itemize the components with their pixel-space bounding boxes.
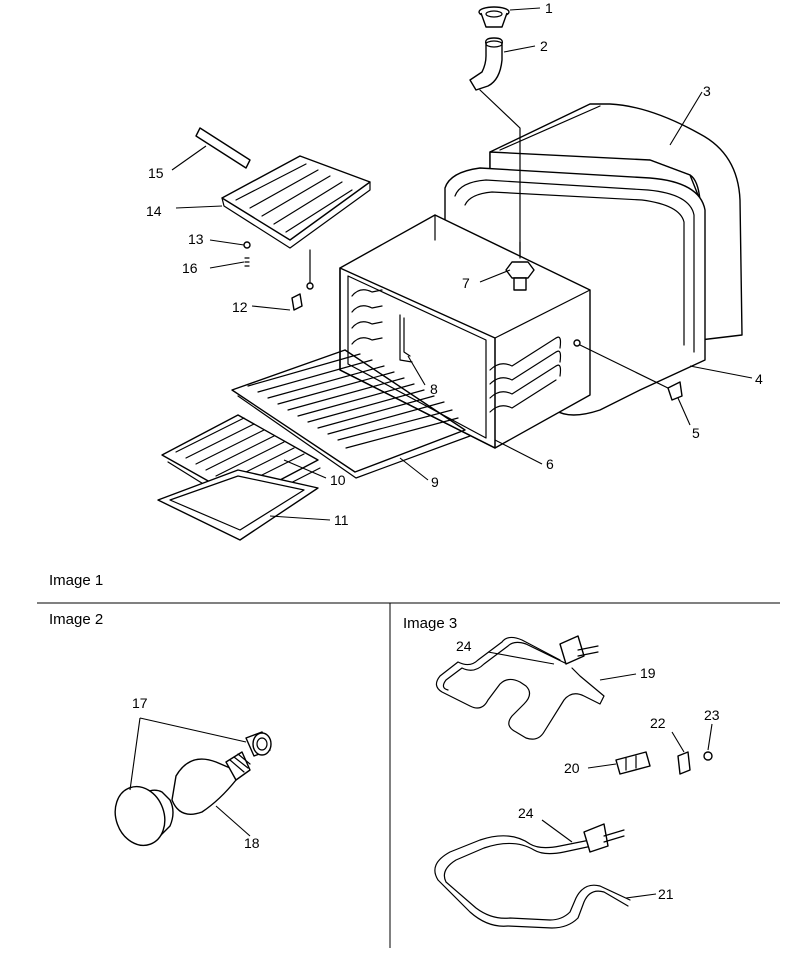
callout-19: 19 <box>640 665 656 681</box>
light-assembly: Image 2 17 18 <box>49 611 272 851</box>
small-bracket <box>677 751 691 775</box>
callout-24b: 24 <box>518 805 534 821</box>
callout-17: 17 <box>132 695 148 711</box>
vent-assembly <box>469 6 535 291</box>
callout-11: 11 <box>334 512 349 528</box>
light-socket-ring <box>245 731 272 757</box>
callout-12: 12 <box>232 299 248 315</box>
callout-8: 8 <box>430 381 438 397</box>
heating-elements: Image 3 24 1 <box>403 615 720 929</box>
callout-6: 6 <box>546 456 554 472</box>
light-bulb <box>171 751 251 815</box>
callout-21: 21 <box>658 886 674 902</box>
leader-lines-image1 <box>171 7 753 521</box>
callout-4: 4 <box>755 371 763 387</box>
callout-24a: 24 <box>456 638 472 654</box>
callout-7: 7 <box>462 275 470 291</box>
broiler-pan <box>157 469 319 541</box>
oven-rack <box>231 349 471 479</box>
callout-10: 10 <box>330 472 346 488</box>
nut <box>703 751 713 761</box>
panel-caption-image2: Image 2 <box>49 611 103 628</box>
sensor-probe <box>403 317 411 357</box>
callout-2: 2 <box>540 38 548 54</box>
side-tray-assembly <box>195 127 371 311</box>
bake-element <box>435 635 605 740</box>
light-lens-cover <box>114 785 174 847</box>
bracket <box>667 381 683 401</box>
panel-caption-image3: Image 3 <box>403 615 457 632</box>
callout-1: 1 <box>545 0 553 16</box>
callout-22: 22 <box>650 715 666 731</box>
callout-23: 23 <box>704 707 720 723</box>
callout-16: 16 <box>182 260 198 276</box>
callout-9: 9 <box>431 474 439 490</box>
callout-15: 15 <box>148 165 164 181</box>
panel-caption-image1: Image 1 <box>49 572 103 589</box>
callout-5: 5 <box>692 425 700 441</box>
callout-18: 18 <box>244 835 260 851</box>
broil-element <box>434 823 631 929</box>
callout-20: 20 <box>564 760 580 776</box>
oven-assembly: 1 2 3 4 5 6 7 8 9 10 11 12 13 14 15 16 I… <box>49 0 763 589</box>
terminal-block <box>615 751 651 775</box>
callout-13: 13 <box>188 231 204 247</box>
callout-3: 3 <box>703 83 711 99</box>
side-rod <box>579 344 673 391</box>
callout-14: 14 <box>146 203 162 219</box>
